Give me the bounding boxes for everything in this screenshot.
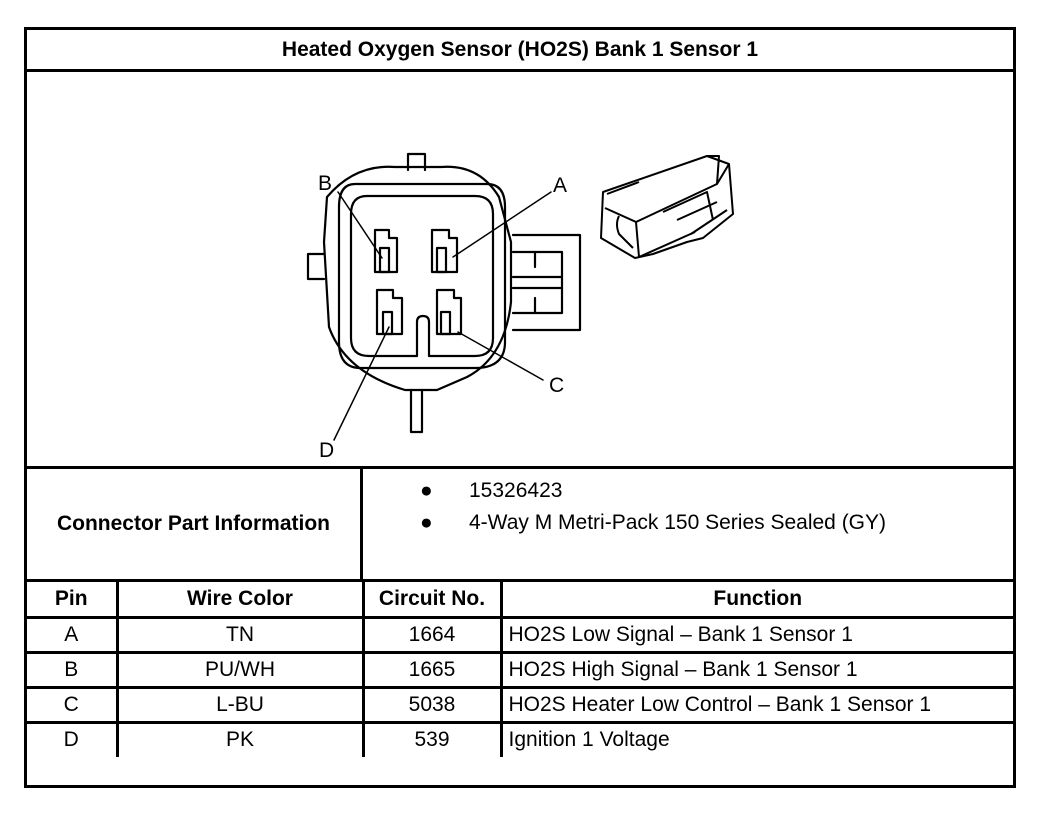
cell-circuit-no: 1665 (361, 650, 503, 689)
top-latch (406, 152, 427, 172)
cell-pin: A (27, 615, 119, 654)
pin-table: Pin Wire Color Circuit No. Function A TN… (27, 582, 1013, 757)
table-row: C L-BU 5038 HO2S Heater Low Control – Ba… (27, 685, 1013, 724)
cell-function: HO2S Low Signal – Bank 1 Sensor 1 (499, 615, 1013, 654)
connector-chart: Heated Oxygen Sensor (HO2S) Bank 1 Senso… (24, 27, 1016, 788)
terminal-c (435, 288, 463, 336)
connector-part-list: ●15326423 ●4-Way M Metri-Pack 150 Series… (363, 475, 886, 539)
terminal-d (375, 288, 404, 336)
leader-line-d (333, 326, 390, 441)
side-lock (511, 233, 582, 332)
header-wire-color: Wire Color (115, 582, 365, 619)
list-item: ●4-Way M Metri-Pack 150 Series Sealed (G… (363, 507, 886, 539)
cell-pin: C (27, 685, 119, 724)
connector-part-info: Connector Part Information ●15326423 ●4-… (27, 466, 1013, 582)
cell-circuit-no: 1664 (361, 615, 503, 654)
left-tab (306, 252, 326, 281)
header-pin: Pin (27, 582, 119, 619)
cell-wire-color: PK (115, 720, 365, 757)
pin-label-b: B (318, 172, 332, 195)
bullet-icon: ● (420, 511, 433, 534)
chart-title: Heated Oxygen Sensor (HO2S) Bank 1 Senso… (27, 30, 1013, 72)
leader-line-c (457, 331, 544, 381)
pin-label-a: A (553, 174, 567, 197)
connector-perspective-view (600, 155, 734, 259)
pin-label-c: C (549, 374, 564, 397)
table-row: D PK 539 Ignition 1 Voltage (27, 720, 1013, 757)
leader-line-a (452, 191, 552, 258)
header-function: Function (499, 582, 1013, 619)
leader-line-b (337, 191, 383, 259)
table-header-row: Pin Wire Color Circuit No. Function (27, 582, 1013, 619)
connector-part-label: Connector Part Information (27, 469, 363, 579)
table-row: A TN 1664 HO2S Low Signal – Bank 1 Senso… (27, 615, 1013, 654)
header-circuit-no: Circuit No. (361, 582, 503, 619)
connector-drawing: B A C D (306, 152, 734, 462)
cell-wire-color: PU/WH (115, 650, 365, 689)
connector-cavity (349, 194, 495, 358)
cell-circuit-no: 5038 (361, 685, 503, 724)
cell-wire-color: TN (115, 615, 365, 654)
cell-function: HO2S Heater Low Control – Bank 1 Sensor … (499, 685, 1013, 724)
pin-label-d: D (319, 439, 334, 462)
list-item: ●15326423 (363, 475, 886, 507)
cell-function: HO2S High Signal – Bank 1 Sensor 1 (499, 650, 1013, 689)
cell-pin: B (27, 650, 119, 689)
bottom-stem (409, 388, 424, 434)
table-row: B PU/WH 1665 HO2S High Signal – Bank 1 S… (27, 650, 1013, 689)
cell-pin: D (27, 720, 119, 757)
terminal-b (373, 228, 399, 274)
cell-wire-color: L-BU (115, 685, 365, 724)
connector-diagram: B A C D (27, 72, 1013, 466)
bullet-icon: ● (420, 479, 433, 502)
cell-function: Ignition 1 Voltage (499, 720, 1013, 757)
cell-circuit-no: 539 (361, 720, 503, 757)
terminal-a (430, 228, 459, 274)
connector-seal-ring (337, 182, 507, 370)
